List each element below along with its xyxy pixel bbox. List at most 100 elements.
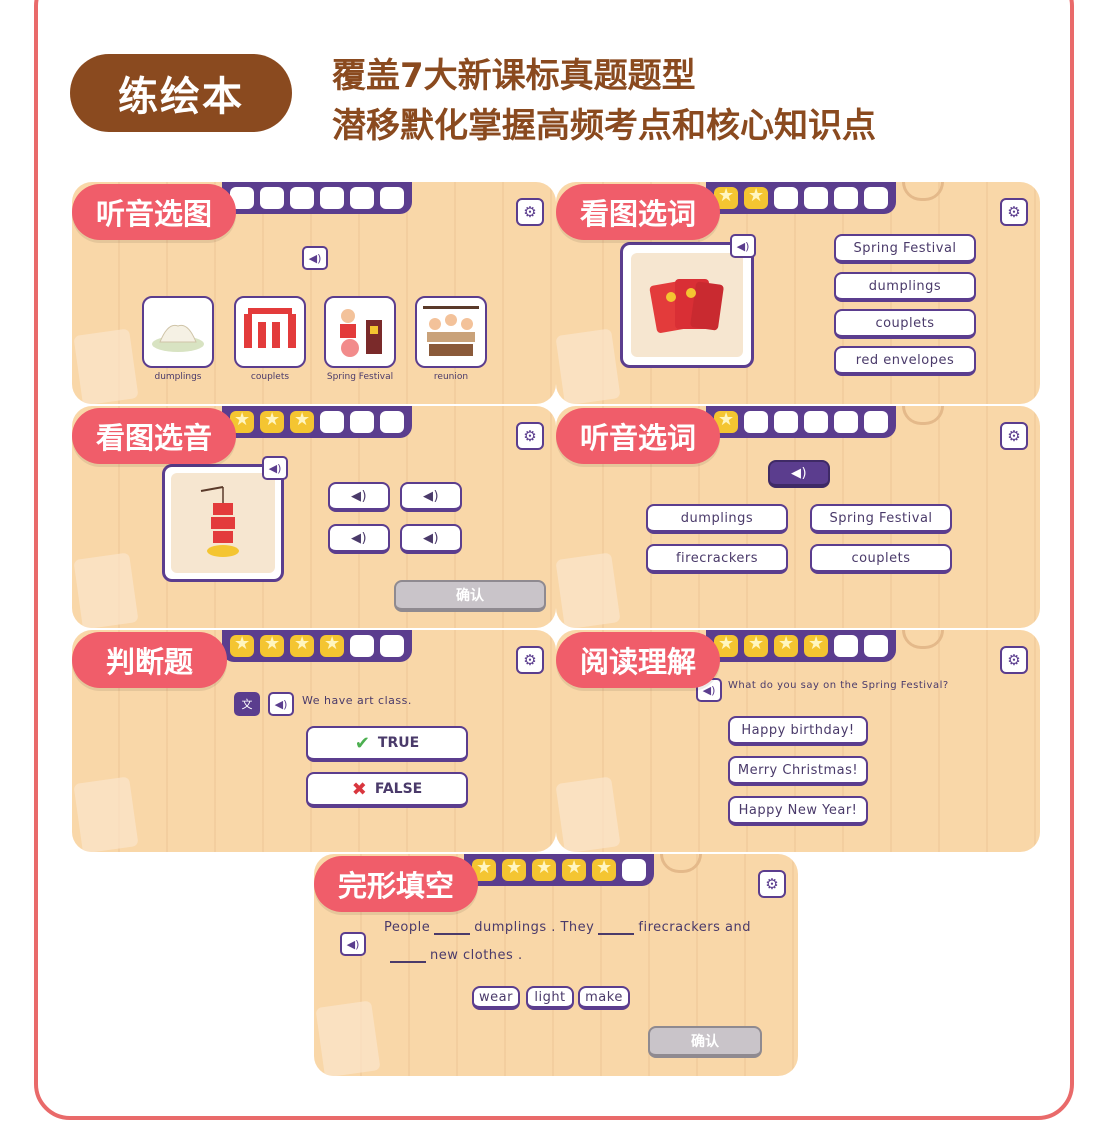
star-icon	[260, 409, 284, 433]
option-card[interactable]	[324, 296, 396, 368]
decor-note	[556, 776, 621, 852]
question-text: What do you say on the Spring Festival?	[728, 680, 949, 691]
panel-listen-pick-picture: ⚙ ◀) dumplings couplets Spring Festival …	[72, 182, 556, 404]
speaker-icon[interactable]: ◀)	[262, 456, 288, 480]
gear-icon[interactable]: ⚙	[758, 870, 786, 898]
decor-note	[73, 776, 139, 852]
star-icon	[290, 409, 314, 433]
headline-line-2: 潜移默化掌握高频考点和核心知识点	[332, 106, 876, 146]
tag-label: 看图选音	[72, 408, 237, 464]
sound-option[interactable]: ◀)	[400, 524, 462, 554]
star-icon	[774, 633, 798, 657]
sound-option[interactable]: ◀)	[328, 524, 390, 554]
cloze-text: dumplings . They	[474, 920, 595, 935]
progress-bar	[464, 854, 654, 886]
word-option[interactable]: red envelopes	[834, 346, 976, 376]
tag-label: 看图选词	[556, 184, 721, 240]
play-audio-button[interactable]: ◀)	[768, 460, 830, 488]
star-icon	[714, 185, 738, 209]
panel-listen-pick-word: ⚙ ◀) dumplings Spring Festival firecrack…	[556, 406, 1040, 628]
tag-label: 听音选词	[556, 408, 721, 464]
picture-frame	[620, 242, 754, 368]
gear-icon[interactable]: ⚙	[516, 198, 544, 226]
option-card[interactable]	[142, 296, 214, 368]
panel-true-false: ⚙ 文 ◀) We have art class. ✔ TRUE ✖ FALSE…	[72, 630, 556, 852]
sound-option[interactable]: ◀)	[400, 482, 462, 512]
word-option[interactable]: Spring Festival	[810, 504, 952, 534]
gear-icon[interactable]: ⚙	[516, 646, 544, 674]
progress-bar	[706, 630, 896, 662]
star-icon	[744, 185, 768, 209]
headline-line-1: 覆盖7大新课标真题题型	[332, 56, 696, 96]
blank-slot[interactable]	[390, 961, 426, 963]
speaker-icon[interactable]: ◀)	[340, 932, 366, 956]
progress-bar	[706, 182, 896, 214]
option-label: reunion	[433, 372, 469, 382]
progress-bar	[222, 182, 412, 214]
tag-label: 完形填空	[314, 856, 479, 912]
tag-label: 阅读理解	[556, 632, 721, 688]
star-icon	[260, 633, 284, 657]
answer-option[interactable]: Merry Christmas!	[728, 756, 868, 786]
speaker-icon[interactable]: ◀)	[268, 692, 294, 716]
true-button[interactable]: ✔ TRUE	[306, 726, 468, 762]
reunion-image	[423, 306, 479, 356]
option-card[interactable]	[234, 296, 306, 368]
dumplings-image	[152, 324, 204, 352]
option-label: Spring Festival	[326, 372, 394, 382]
statement-text: We have art class.	[302, 694, 412, 707]
word-chip[interactable]: make	[578, 986, 630, 1010]
star-icon	[562, 857, 586, 881]
cloze-text: firecrackers and	[638, 920, 751, 935]
gear-icon[interactable]: ⚙	[516, 422, 544, 450]
gear-icon[interactable]: ⚙	[1000, 422, 1028, 450]
word-option[interactable]: couplets	[810, 544, 952, 574]
couplets-image	[244, 308, 296, 348]
panel-reading: ⚙ ◀) What do you say on the Spring Festi…	[556, 630, 1040, 852]
word-chip[interactable]: light	[526, 986, 574, 1010]
answer-option[interactable]: Happy New Year!	[728, 796, 868, 826]
word-option[interactable]: Spring Festival	[834, 234, 976, 264]
spring-festival-image	[340, 309, 382, 357]
option-card[interactable]	[415, 296, 487, 368]
page-badge: 练绘本	[70, 54, 292, 132]
speaker-icon[interactable]: ◀)	[302, 246, 328, 270]
check-icon: ✔	[354, 732, 370, 754]
panel-picture-pick-sound: ⚙ ◀) ◀) ◀) ◀) ◀) 确认 看图选音	[72, 406, 556, 628]
true-label: TRUE	[377, 735, 420, 751]
star-icon	[714, 633, 738, 657]
confirm-button[interactable]: 确认	[648, 1026, 762, 1058]
option-label: dumplings	[154, 372, 202, 382]
word-option[interactable]: firecrackers	[646, 544, 788, 574]
star-icon	[290, 633, 314, 657]
progress-bar	[706, 406, 896, 438]
gear-icon[interactable]: ⚙	[1000, 198, 1028, 226]
blank-slot[interactable]	[598, 933, 635, 935]
star-icon	[532, 857, 556, 881]
option-label: couplets	[250, 372, 290, 382]
word-option[interactable]: couplets	[834, 309, 976, 339]
blank-slot[interactable]	[434, 933, 471, 935]
decor-note	[315, 1000, 381, 1076]
answer-option[interactable]: Happy birthday!	[728, 716, 868, 746]
word-option[interactable]: dumplings	[646, 504, 788, 534]
translate-icon[interactable]: 文	[234, 692, 260, 716]
progress-bar	[222, 630, 412, 662]
cloze-line-2: new clothes .	[386, 948, 523, 963]
gear-icon[interactable]: ⚙	[1000, 646, 1028, 674]
speaker-icon[interactable]: ◀)	[730, 234, 756, 258]
tag-label: 听音选图	[72, 184, 237, 240]
confirm-button[interactable]: 确认	[394, 580, 546, 612]
word-chip[interactable]: wear	[472, 986, 520, 1010]
word-option[interactable]: dumplings	[834, 272, 976, 302]
false-label: FALSE	[374, 781, 423, 797]
sound-option[interactable]: ◀)	[328, 482, 390, 512]
star-icon	[230, 633, 254, 657]
false-button[interactable]: ✖ FALSE	[306, 772, 468, 808]
decor-note	[73, 328, 139, 404]
star-icon	[230, 409, 254, 433]
star-icon	[804, 633, 828, 657]
star-icon	[744, 633, 768, 657]
